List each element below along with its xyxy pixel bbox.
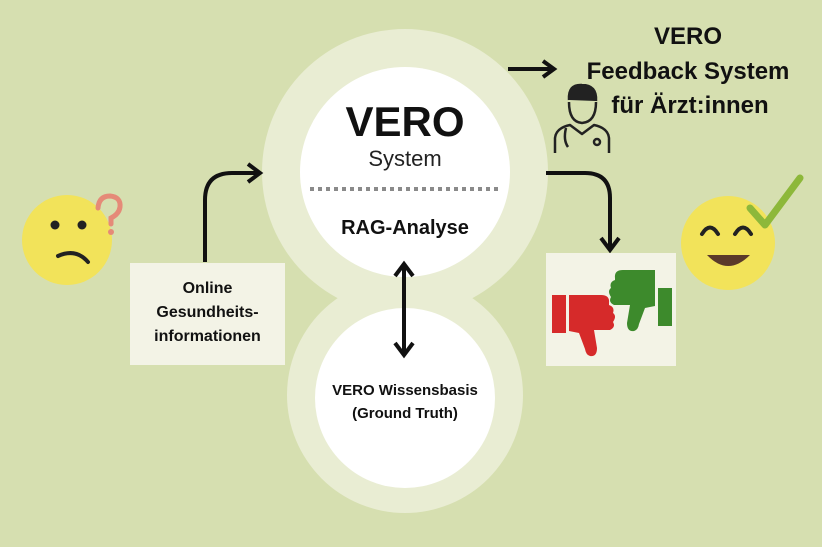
checkmark-icon xyxy=(746,174,804,229)
system-subtitle: System xyxy=(368,146,442,171)
thumb-down-icon xyxy=(552,295,615,357)
info-box-line: Gesundheits- xyxy=(156,304,259,321)
system-title: VERO xyxy=(345,98,465,145)
knowledge-base-circle xyxy=(315,308,495,488)
feedback-title: VERO xyxy=(653,23,722,50)
feedback-result-box xyxy=(546,253,676,366)
feedback-title-line: Feedback System xyxy=(586,58,790,85)
system-circle xyxy=(300,67,510,277)
retrieval-arrowhead-down xyxy=(393,341,415,359)
thumb-up-icon xyxy=(609,270,672,332)
output-arrow xyxy=(546,171,612,248)
rag-analysis-label: RAG-Analyse xyxy=(341,217,469,239)
knowledge-base-label: VERO Wissensbasis xyxy=(332,382,478,399)
output-arrowhead xyxy=(599,236,621,254)
happy-face-icon xyxy=(681,196,775,290)
info-box-line: informationen xyxy=(154,328,261,345)
ground-truth-label: (Ground Truth) xyxy=(352,405,458,422)
question-mark-icon xyxy=(95,193,123,235)
feedback-title-line: für Ärzt:innen xyxy=(611,92,769,119)
info-box-line: Online xyxy=(182,280,233,297)
doctor-icon xyxy=(553,83,611,153)
input-arrowhead xyxy=(246,162,264,184)
input-arrow xyxy=(203,171,258,262)
health-info-box: Online Gesundheits- informationen xyxy=(130,263,285,365)
feedback-arrowhead xyxy=(541,59,558,79)
confused-face-icon xyxy=(22,195,112,285)
retrieval-arrowhead-up xyxy=(393,260,415,278)
